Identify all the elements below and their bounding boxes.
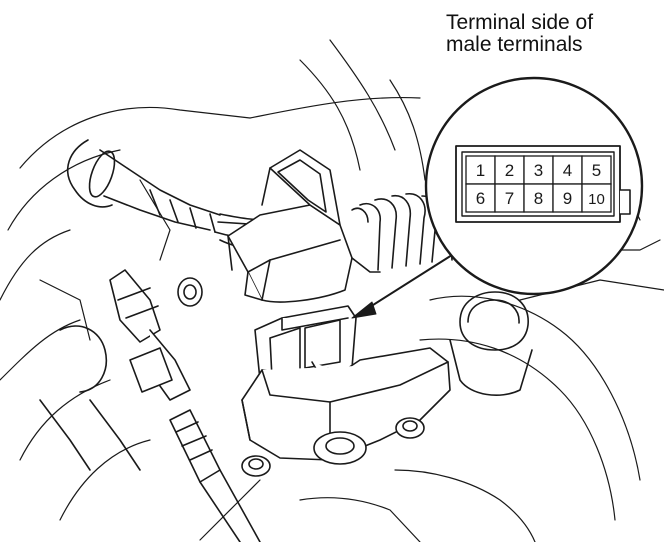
terminal-number: 6 xyxy=(476,189,485,208)
terminal-number: 4 xyxy=(563,161,572,180)
wire-harness xyxy=(66,139,281,250)
terminal-number: 8 xyxy=(534,189,543,208)
terminal-number: 5 xyxy=(592,161,601,180)
caption-line-1: Terminal side of xyxy=(446,11,594,34)
terminal-number: 9 xyxy=(563,189,572,208)
terminal-number: 3 xyxy=(534,161,543,180)
arrow-head xyxy=(351,301,377,319)
mounting-bolt-right xyxy=(449,291,533,396)
speed-sensor xyxy=(109,269,203,401)
terminal-number: 7 xyxy=(505,189,514,208)
terminal-cell xyxy=(465,183,496,213)
terminal-cell xyxy=(494,183,525,213)
terminal-cell xyxy=(552,155,583,185)
shaft-nut xyxy=(313,431,367,465)
pointer-arrow xyxy=(361,254,453,313)
terminal-number: 1 xyxy=(476,161,485,180)
fitting-lower-left xyxy=(39,325,141,471)
terminal-cell xyxy=(494,155,525,185)
caption-line-2: male terminals xyxy=(446,33,583,56)
terminal-cell xyxy=(581,155,612,185)
terminal-cell xyxy=(523,155,554,185)
position-switch-body xyxy=(241,347,451,461)
connector-latch xyxy=(619,189,631,215)
cooler-line xyxy=(169,409,261,542)
terminal-number: 2 xyxy=(505,161,514,180)
terminal-cell xyxy=(581,183,612,213)
switch-bolt-right xyxy=(395,417,425,439)
switch-bolt-left xyxy=(241,455,271,477)
callout-caption: Terminal side of male terminals xyxy=(446,12,656,56)
harness-connector xyxy=(227,149,353,303)
terminal-grid: 1 2 3 4 5 6 7 8 9 10 xyxy=(465,155,612,213)
terminal-number: 10 xyxy=(588,191,605,208)
